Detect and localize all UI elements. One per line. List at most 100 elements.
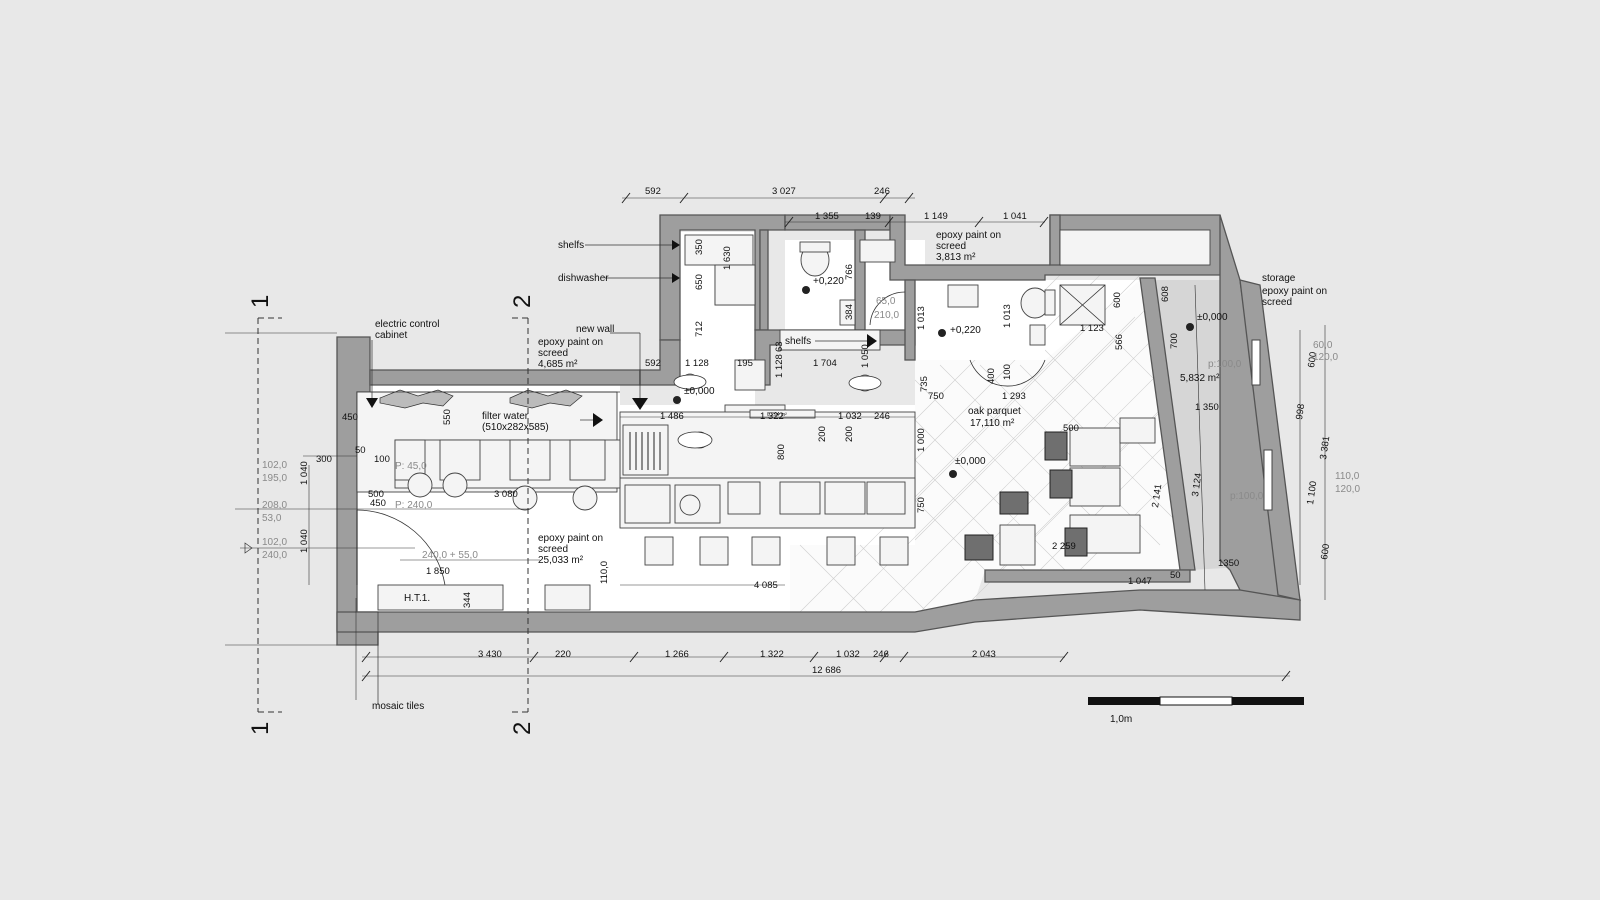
label-storage-1: storage [1262,273,1296,284]
dim-1630: 1 630 [722,246,733,270]
level-markers [673,286,1194,478]
label-epoxy-a2: screed [538,348,568,359]
scale-bar: 1,0m [1088,696,1304,725]
label-epoxy-b1: epoxy paint on [936,230,1001,241]
dim-735: 735 [919,376,930,392]
dim-1350-b: 1350 [1218,558,1239,569]
dim-1850: 1 850 [426,566,450,577]
label-storage-3: screed [1262,297,1292,308]
dim-566: 566 [1114,334,1125,350]
label-filter-1: filter water [482,411,529,422]
level-3: ±0,000 [684,386,715,397]
dims-inner-horizontal: 592 1 128 195 1 704 1 123 750 1 293 1 48… [316,323,1239,591]
dim-500-a: 500 [368,489,384,500]
dim-top-3027: 3 027 [772,186,796,197]
win-p45: P: 45,0 [395,461,427,472]
dim-350: 350 [694,239,705,255]
dim-550: 550 [442,409,453,425]
win-240: 240,0 [262,550,287,561]
label-epoxy-a3: 4,685 m² [538,359,578,370]
dim-1050: 1 050 [860,344,871,368]
dim-650: 650 [694,274,705,290]
dim-1486: 1 486 [660,411,684,422]
grill [629,432,661,470]
dims-inner-vertical: 350 1 630 650 766 712 63 384 1 013 1 013… [299,239,1332,608]
dim-1704: 1 704 [813,358,837,369]
dim-600-b: 600 [1306,351,1319,368]
win-p240: P: 240,0 [395,500,433,511]
dim-bottom-2043: 2 043 [972,649,996,660]
dim-400: 400 [986,368,997,384]
dim-600-a: 600 [1112,292,1123,308]
level-icon [802,286,810,294]
dim-700: 700 [1169,333,1180,349]
dim-500-b: 500 [1063,423,1079,434]
room-labels: shelfs dishwasher electric control cabin… [372,230,1327,712]
label-oak-2: 17,110 m² [970,418,1015,429]
dims-bottom: 3 430 220 1 266 1 322 1 032 246 2 043 12… [478,649,996,676]
label-dishwasher: dishwasher [558,273,609,284]
dims-top: 592 3 027 246 1 355 139 1 149 1 041 [645,186,1027,222]
section-marker-1-bottom: 1 [247,722,274,735]
dim-200-a: 200 [817,426,828,442]
label-filter-2: (510x282x585) [482,422,549,433]
label-epoxy-b3: 3,813 m² [936,252,976,263]
label-oak-1: oak parquet [968,406,1021,417]
dim-592: 592 [645,358,661,369]
dim-1100: 1 100 [1305,480,1319,505]
win-195: 195,0 [262,473,287,484]
dim-712: 712 [694,321,705,337]
label-storage-area: 5,832 m² [1180,373,1220,384]
dim-100-a: 100 [1002,364,1013,380]
dim-1040-b: 1 040 [299,529,310,553]
dim-top-1041: 1 041 [1003,211,1027,222]
label-epoxy-a1: epoxy paint on [538,337,603,348]
dim-1128: 1 128 [685,358,709,369]
dim-1322: 1 322 [760,411,784,422]
section-marker-1-top: 1 [247,295,274,308]
label-htl: H.T.1. [404,593,430,604]
dim-bottom-3430: 3 430 [478,649,502,660]
section-marker-2-top: 2 [509,295,536,308]
dimension-ticks [361,192,1291,682]
dimension-lines [235,197,1326,700]
dim-1032: 1 032 [838,411,862,422]
label-electric-1: electric control [375,319,439,330]
dim-top-246: 246 [874,186,890,197]
dim-bottom-220: 220 [555,649,571,660]
dim-100-b: 100 [374,454,390,465]
label-storage-2: epoxy paint on [1262,286,1327,297]
dim-1013-a: 1 013 [916,306,927,330]
dim-750-h: 750 [928,391,944,402]
win-53: 53,0 [262,513,282,524]
dim-998: 998 [1294,403,1307,420]
dim-1000: 1 000 [916,428,927,452]
dim-1128-v: 1 128 [774,354,785,378]
dim-bottom-1266: 1 266 [665,649,689,660]
level-1: +0,220 [813,276,844,287]
dim-2141: 2 141 [1150,483,1164,508]
dim-bottom-total: 12 686 [812,665,841,676]
win-65: 65,0 [876,296,896,307]
label-electric-2: cabinet [375,330,407,341]
level-5: ±0,000 [1197,312,1228,323]
level-icon [949,470,957,478]
dim-top-1355: 1 355 [815,211,839,222]
dim-50-a: 50 [355,445,366,456]
dim-200-b: 200 [844,426,855,442]
label-mosaic: mosaic tiles [372,701,424,712]
level-icon [1186,323,1194,331]
dim-1293: 1 293 [1002,391,1026,402]
dim-1350-a: 1 350 [1195,402,1219,413]
dim-bottom-246: 246 [873,649,889,660]
fixtures [356,229,1273,611]
level-4: ±0,000 [955,456,986,467]
win-p100-a: p:100,0 [1208,359,1242,370]
dim-63: 63 [774,341,785,352]
scale-label: 1,0m [1110,714,1132,725]
dim-110: 110,0 [599,561,610,584]
win-208: 208,0 [262,500,287,511]
dim-3124: 3 124 [1190,472,1204,497]
label-epoxy-c2: screed [538,544,568,555]
dim-3080: 3 080 [494,489,518,500]
